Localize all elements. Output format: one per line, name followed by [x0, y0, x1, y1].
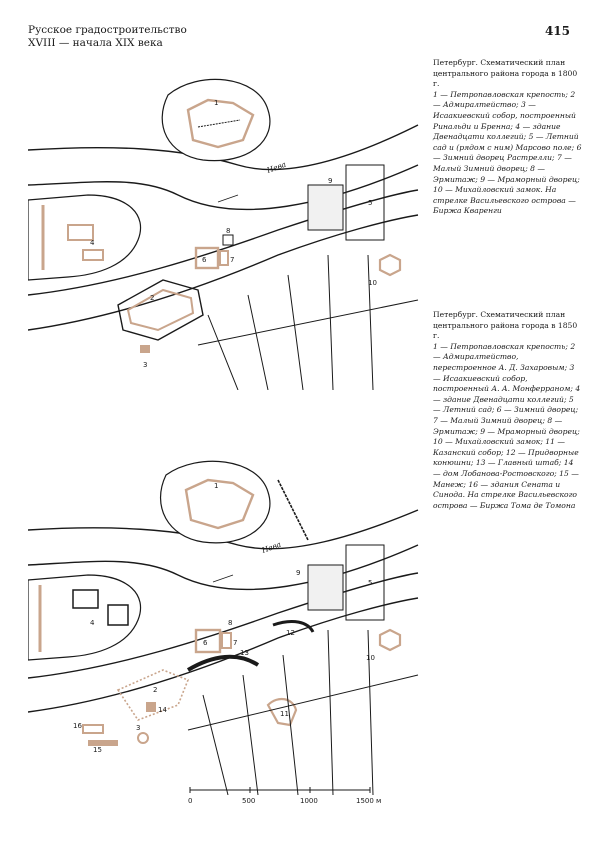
scale-tick-0: 0 [188, 797, 192, 805]
map-1850-marker-1: 1 [214, 482, 218, 490]
running-title-line2: XVIII — начала XIX века [28, 37, 163, 49]
map-1800-marker-2: 2 [150, 294, 154, 302]
map-1800-river-label: Нева [265, 160, 288, 176]
map-1850-marker-2: 2 [153, 686, 157, 694]
caption-1800-body: 1 — Петропавловская крепость; 2 — Адмира… [433, 89, 582, 216]
caption-1850: Петербург. Схематический план центрально… [433, 310, 583, 511]
map-1850-marker-13: 13 [240, 649, 249, 657]
map-1850-marker-5: 5 [368, 579, 372, 587]
caption-1800-title: Петербург. Схематический план центрально… [433, 58, 578, 89]
map-1800-marker-8: 8 [226, 227, 230, 235]
map-1850-marker-6: 6 [203, 639, 208, 647]
scale-bar: 0 500 1000 1500 м [180, 785, 390, 815]
map-1850-river-label: Нева [260, 540, 283, 556]
map-1800-marker-9: 9 [328, 177, 332, 185]
map-1850-marker-16: 16 [73, 722, 82, 730]
caption-1850-title: Петербург. Схематический план центрально… [433, 310, 578, 341]
map-1800-marker-5: 5 [368, 199, 372, 207]
map-1800-marker-1: 1 [214, 99, 218, 107]
map-1800-marker-6: 6 [202, 256, 207, 264]
map-1850-marker-10: 10 [366, 654, 375, 662]
running-head: Русское градостроительство XVIII — начал… [28, 24, 187, 50]
map-1850-marker-15: 15 [93, 746, 102, 754]
map-1850: 1 4 6 7 8 13 2 14 3 15 16 11 12 [28, 440, 423, 795]
caption-1800: Петербург. Схематический план центрально… [433, 58, 583, 217]
map-1850-marker-7: 7 [233, 639, 237, 647]
map-1850-marker-11: 11 [280, 710, 289, 718]
map-1800-marker-3: 3 [143, 361, 147, 369]
map-1850-marker-3: 3 [136, 724, 140, 732]
map-1850-marker-14: 14 [158, 706, 167, 714]
scale-tick-500: 500 [242, 797, 255, 805]
map-1850-marker-12: 12 [286, 629, 295, 637]
map-1850-drawing: 1 4 6 7 8 13 2 14 3 15 16 11 12 [28, 460, 419, 795]
map-1800-marker-7: 7 [230, 256, 234, 264]
scale-bar-drawing: 0 500 1000 1500 м [188, 787, 381, 805]
map-1800: 1 4 2 3 6 7 8 5 9 10 Нева [28, 55, 423, 390]
map-1850-marker-9: 9 [296, 569, 300, 577]
map-1800-marker-4: 4 [90, 239, 95, 247]
running-title-line1: Русское градостроительство [28, 24, 187, 36]
map-1850-marker-8: 8 [228, 619, 232, 627]
map-1800-marker-10: 10 [368, 279, 377, 287]
scale-tick-1500: 1500 м [356, 797, 381, 805]
page-number: 415 [544, 24, 570, 38]
caption-1850-body: 1 — Петропавловская крепость; 2 — Адмира… [433, 341, 581, 510]
map-1800-drawing: 1 4 2 3 6 7 8 5 9 10 Нева [28, 78, 419, 390]
map-1850-marker-4: 4 [90, 619, 95, 627]
scale-tick-1000: 1000 [300, 797, 318, 805]
